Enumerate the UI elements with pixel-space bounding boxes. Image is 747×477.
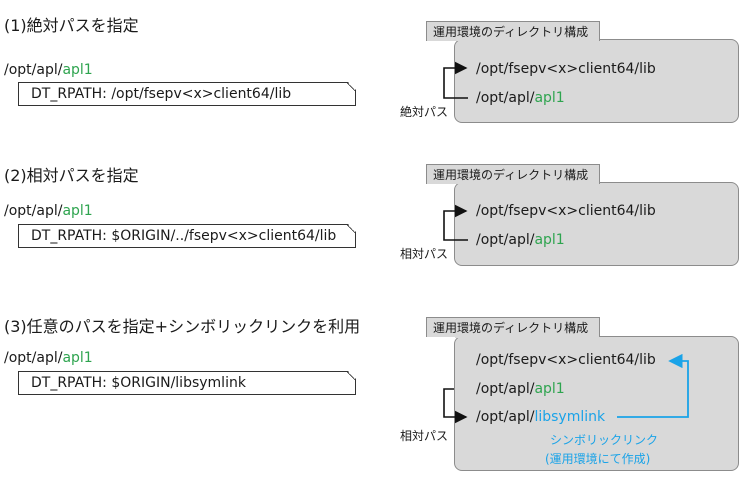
section-3-dir-symlink: /opt/apl/libsymlink bbox=[476, 409, 605, 425]
section-2-env-title: 運用環境のディレクトリ構成 bbox=[426, 164, 600, 184]
rpath-label: DT_RPATH: bbox=[31, 86, 112, 102]
section-3-path-type-label: 相対パス bbox=[400, 429, 449, 443]
section-1-binary-path: /opt/apl/apl1 bbox=[4, 62, 93, 78]
section-3-ref-arrow bbox=[443, 388, 468, 424]
section-3-symlink-arrow bbox=[617, 353, 689, 418]
section-2-dir-apl: /opt/apl/apl1 bbox=[476, 232, 565, 248]
rpath-label: DT_RPATH: bbox=[31, 228, 112, 244]
section-1-env-box bbox=[454, 39, 739, 123]
rpath-value: /opt/fsepv<x>client64/lib bbox=[111, 86, 292, 102]
rpath-label: DT_RPATH: bbox=[31, 375, 112, 391]
dir-apl-prefix: /opt/apl/ bbox=[476, 381, 535, 397]
section-3-rpath-box: DT_RPATH: $ORIGIN/libsymlink bbox=[18, 371, 356, 395]
dir-apl-name: apl1 bbox=[534, 381, 565, 397]
section-3-heading: (3)任意のパスを指定+シンボリックリンクを利用 bbox=[4, 317, 361, 336]
binary-prefix: /opt/apl/ bbox=[4, 62, 63, 78]
binary-name: apl1 bbox=[62, 350, 93, 366]
section-2-ref-arrow bbox=[443, 204, 468, 241]
dir-apl-prefix: /opt/apl/ bbox=[476, 90, 535, 106]
binary-name: apl1 bbox=[62, 62, 93, 78]
rpath-value: $ORIGIN/libsymlink bbox=[111, 375, 246, 391]
dir-apl-prefix: /opt/apl/ bbox=[476, 232, 535, 248]
binary-prefix: /opt/apl/ bbox=[4, 350, 63, 366]
section-3-symlink-note-1: シンボリックリンク bbox=[550, 433, 659, 447]
section-1-env-title: 運用環境のディレクトリ構成 bbox=[426, 21, 600, 41]
dir-symlink-name: libsymlink bbox=[534, 409, 606, 425]
dir-apl-name: apl1 bbox=[534, 90, 565, 106]
binary-name: apl1 bbox=[62, 203, 93, 219]
section-2-rpath-box: DT_RPATH: $ORIGIN/../fsepv<x>client64/li… bbox=[18, 224, 356, 248]
section-1-rpath-box: DT_RPATH: /opt/fsepv<x>client64/lib bbox=[18, 82, 356, 106]
section-1-path-type-label: 絶対パス bbox=[400, 105, 449, 119]
section-3-dir-lib: /opt/fsepv<x>client64/lib bbox=[476, 352, 656, 368]
section-1-ref-arrow bbox=[443, 61, 468, 99]
dir-apl-name: apl1 bbox=[534, 232, 565, 248]
rpath-value: $ORIGIN/../fsepv<x>client64/lib bbox=[111, 228, 337, 244]
section-3-env-title: 運用環境のディレクトリ構成 bbox=[426, 317, 600, 337]
section-3-dir-apl: /opt/apl/apl1 bbox=[476, 381, 565, 397]
section-2-heading: (2)相対パスを指定 bbox=[4, 166, 139, 185]
section-1-dir-apl: /opt/apl/apl1 bbox=[476, 90, 565, 106]
section-2-path-type-label: 相対パス bbox=[400, 247, 449, 261]
section-2-dir-lib: /opt/fsepv<x>client64/lib bbox=[476, 203, 656, 219]
section-3-env-box bbox=[454, 336, 739, 471]
section-2-binary-path: /opt/apl/apl1 bbox=[4, 203, 93, 219]
dir-symlink-prefix: /opt/apl/ bbox=[476, 409, 535, 425]
section-3-binary-path: /opt/apl/apl1 bbox=[4, 350, 93, 366]
section-1-heading: (1)絶対パスを指定 bbox=[4, 16, 139, 35]
binary-prefix: /opt/apl/ bbox=[4, 203, 63, 219]
section-3-symlink-note-2: (運用環境にて作成) bbox=[545, 452, 651, 466]
section-1-dir-lib: /opt/fsepv<x>client64/lib bbox=[476, 61, 656, 77]
